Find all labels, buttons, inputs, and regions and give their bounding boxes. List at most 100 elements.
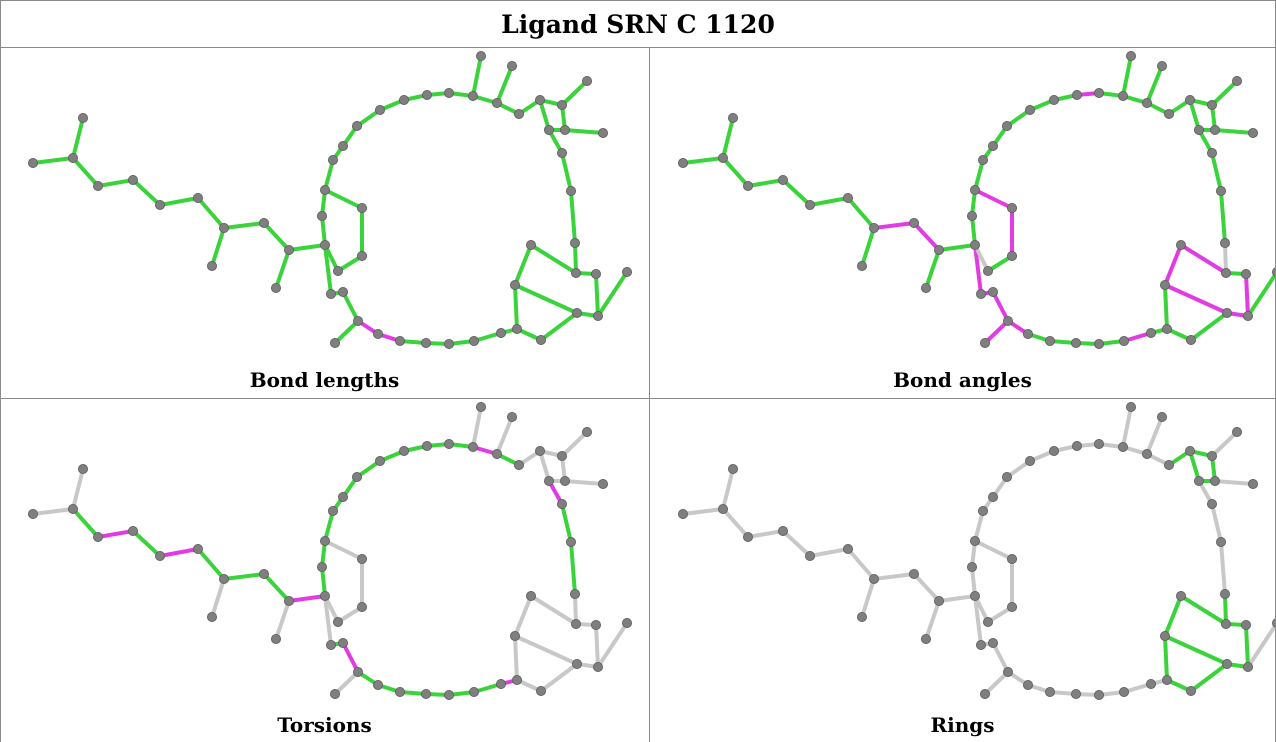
atom	[920, 633, 931, 644]
atom	[598, 479, 609, 490]
atom	[258, 568, 269, 579]
atoms	[27, 402, 633, 700]
atom	[1159, 630, 1170, 641]
atom	[1241, 619, 1252, 630]
atom	[443, 439, 454, 450]
atom	[258, 217, 269, 228]
bond	[973, 158, 985, 192]
atom	[582, 426, 593, 437]
atom	[356, 250, 367, 261]
panel-torsions: Torsions	[0, 399, 649, 742]
bond	[973, 188, 1014, 210]
atom	[908, 568, 919, 579]
bond	[1189, 662, 1229, 693]
bond	[529, 243, 578, 275]
bond	[1145, 64, 1164, 105]
bond	[274, 248, 291, 290]
atom	[1221, 618, 1232, 629]
atom	[1071, 441, 1082, 452]
atom	[591, 619, 602, 630]
atom	[743, 180, 754, 191]
atom	[352, 315, 363, 326]
bond	[71, 156, 100, 188]
bond	[1163, 594, 1183, 638]
atom	[1024, 456, 1035, 467]
bond	[1163, 634, 1229, 666]
molecule-image-bond-lengths	[27, 51, 633, 349]
bond	[323, 539, 364, 561]
bond	[781, 178, 812, 207]
atom	[979, 688, 990, 699]
bond	[860, 226, 876, 268]
atom	[374, 456, 385, 467]
bond	[872, 572, 916, 581]
atom	[1272, 267, 1275, 277]
bond	[323, 243, 333, 296]
bond	[495, 415, 514, 456]
atom	[557, 451, 568, 462]
atom	[1221, 267, 1232, 278]
atom	[560, 476, 571, 487]
atom	[327, 506, 338, 517]
atom	[270, 282, 281, 293]
atom	[127, 175, 138, 186]
atom	[270, 633, 281, 644]
atom	[1164, 109, 1175, 120]
caption-bond-lengths: Bond lengths	[249, 368, 400, 392]
bond	[983, 319, 1010, 345]
atom	[1093, 88, 1104, 99]
bond	[471, 54, 483, 98]
atom	[975, 639, 986, 650]
atom	[975, 288, 986, 299]
atom	[319, 535, 330, 546]
bond	[912, 572, 941, 603]
atom	[420, 688, 431, 699]
atom	[728, 464, 739, 475]
atom	[979, 337, 990, 348]
atom	[491, 449, 502, 460]
atom	[78, 464, 89, 475]
atom	[560, 125, 571, 136]
atom	[512, 323, 523, 334]
molecule-image-bond-angles	[677, 51, 1275, 349]
table-border-left	[0, 0, 1, 742]
bond	[563, 128, 605, 135]
atom	[1176, 590, 1187, 601]
atom	[506, 411, 517, 422]
atom	[677, 158, 688, 169]
bond	[1188, 98, 1201, 132]
bond	[973, 243, 983, 296]
atom	[571, 267, 582, 278]
bond	[924, 248, 941, 290]
atom	[856, 611, 867, 622]
atom	[933, 595, 944, 606]
atom	[1002, 315, 1013, 326]
bond	[31, 507, 75, 516]
bond	[573, 241, 578, 275]
bond	[333, 319, 360, 345]
bond	[222, 572, 266, 581]
atom	[570, 237, 581, 248]
bond	[333, 670, 360, 696]
atom	[218, 573, 229, 584]
atom	[192, 543, 203, 554]
bond	[538, 98, 551, 132]
atom	[475, 51, 486, 61]
bond	[560, 79, 589, 107]
bond	[96, 178, 135, 188]
atom	[1071, 90, 1082, 101]
title-divider	[0, 47, 1276, 48]
bond	[560, 151, 573, 193]
bond	[1189, 311, 1229, 342]
atom	[329, 688, 340, 699]
column-divider	[649, 47, 650, 742]
bond	[746, 529, 785, 539]
atom	[420, 337, 431, 348]
atom	[1272, 618, 1275, 628]
atom	[1001, 472, 1012, 483]
bond	[287, 243, 327, 252]
atom	[535, 446, 546, 457]
bond	[973, 509, 985, 543]
row-divider	[0, 398, 1276, 399]
atom	[598, 128, 609, 139]
